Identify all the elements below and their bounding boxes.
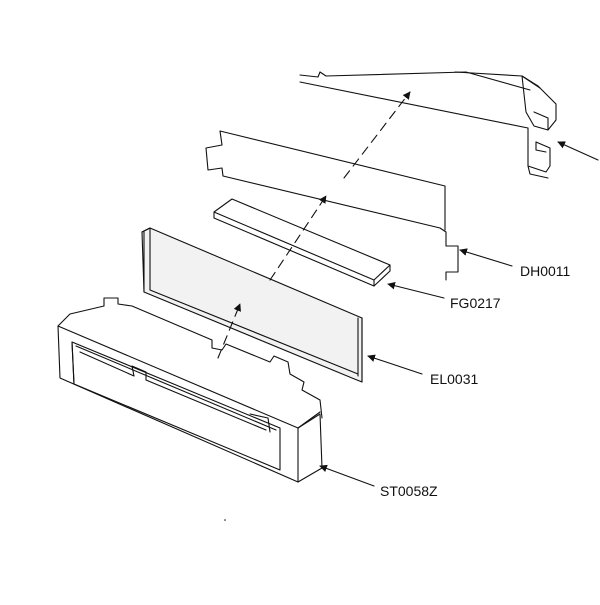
assembly-direction-arrows	[217, 91, 411, 359]
el-panel-el0031	[141, 227, 363, 383]
leader-arrows	[319, 141, 599, 487]
label-fg0217: FG0217	[450, 295, 501, 311]
label-dh0011: DH0011	[520, 263, 571, 279]
st0058z-leader-arrow	[319, 464, 375, 487]
fg0217-leader-arrow	[387, 281, 445, 299]
label-el0031: EL0031	[430, 371, 478, 387]
el0031-leader-arrow	[367, 354, 423, 375]
dimmer-plate-dh0011	[205, 130, 459, 281]
upper-housing-leader-arrow	[557, 141, 599, 161]
dh0011-leader-arrow	[459, 248, 513, 267]
filter-fg0217	[213, 198, 391, 287]
label-st0058z: ST0058Z	[380, 483, 438, 499]
frame-st0058z	[57, 297, 323, 483]
stray-dot	[224, 519, 226, 521]
upper-housing-part	[299, 71, 557, 179]
